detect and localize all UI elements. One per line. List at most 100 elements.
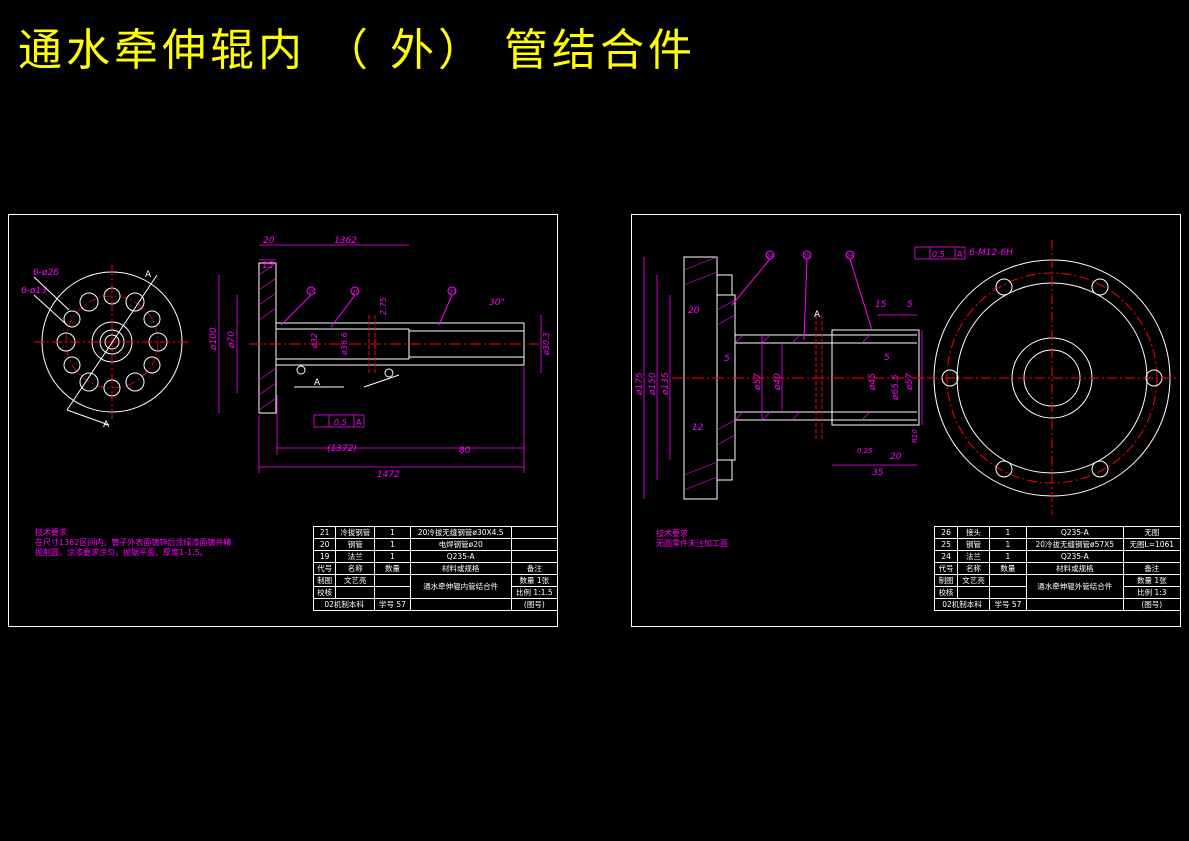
cell: 1 [374, 526, 411, 539]
right-flange-end-view [927, 240, 1177, 515]
right-tech-title: 技术要求 [656, 529, 688, 538]
dim-right-d150: ø150 [648, 372, 658, 396]
left-drawing-svg: 6-ø26 6-ø13 A [21, 236, 551, 480]
drawing-title: 通水牵伸辊内 （ 外） 管结合件 [18, 25, 696, 76]
right-tech-notes: 技术要求 无圆零件未注加工面 [656, 529, 728, 549]
cell: 1 [374, 538, 411, 551]
scale-label: 比例 [1137, 588, 1153, 597]
right-drawing-sheet: 0.5 A 6-M12-6H 15 5 ø175 ø150 ø135 ø57 ø… [631, 214, 1182, 627]
class-label: 02机制本科 [934, 598, 990, 611]
dim-right-d135: ø135 [661, 372, 671, 396]
scale-label: 比例 [516, 588, 532, 597]
cell: 20 [312, 538, 337, 551]
dim-left-d100: ø100 [209, 327, 219, 351]
table-row: 19 法兰 1 Q235-A [312, 550, 559, 563]
header-cell: 名称 [335, 562, 376, 575]
balloon-20: 20 [352, 289, 360, 296]
cell: 25 [933, 538, 959, 551]
cell: 1 [988, 526, 1027, 539]
cell: 20冷拔无缝钢管ø30X4.5 [409, 526, 512, 539]
checked-label: 校核 [933, 586, 959, 599]
label-left-a-top: A [145, 270, 152, 280]
header-cell: 数量 [374, 562, 411, 575]
label-left-a-arrow: A [314, 378, 321, 388]
table-row: 25 钢管 1 20冷拔无缝钢管ø57X5 无图L=1061 [933, 538, 1182, 551]
cell: 1 [988, 538, 1027, 551]
right-hatch [683, 256, 871, 491]
right-title-block: 26 接头 1 Q235-A 无图 25 钢管 1 20冷拔无缝钢管ø57X5 … [933, 526, 1182, 611]
dim-right-12: 12 [692, 423, 704, 433]
right-drawing-svg: 0.5 A 6-M12-6H 15 5 ø175 ø150 ø135 ø57 ø… [635, 240, 1177, 515]
qty-label: 数量 [1136, 576, 1152, 585]
dim-left-2-75: 2.75 [379, 297, 388, 315]
dim-right-5-bottom: 5 [884, 353, 890, 363]
cell: 20冷拔无缝钢管ø57X5 [1025, 538, 1124, 551]
dim-left-d36-6: ø36.6 [340, 332, 349, 356]
table-row: 校核 比例 1:1.5 [312, 586, 559, 599]
right-flange-section [672, 256, 932, 500]
left-pipe-section [249, 262, 539, 414]
dim-left-1472: 1472 [377, 470, 400, 480]
cell: 钢管 [957, 538, 990, 551]
dim-left-d70: ø70 [227, 331, 237, 349]
left-hatch [258, 262, 277, 411]
balloon-19: 19 [308, 289, 316, 296]
cell: Q235-A [1025, 526, 1124, 539]
cell: 1 [988, 550, 1027, 563]
cell: 电焊钢管ø20 [409, 538, 512, 551]
balloon-21: 21 [449, 289, 457, 296]
dim-right-d57: ø57 [753, 373, 763, 391]
cell [1122, 550, 1182, 563]
dim-right-15: 15 [875, 300, 887, 310]
dim-left-20: 20 [263, 236, 275, 246]
dim-left-1372: (1372) [327, 444, 357, 454]
dim-left-6-d26: 6-ø26 [33, 268, 59, 278]
left-drawing-sheet: 6-ø26 6-ø13 A [8, 214, 559, 627]
cell: 无图 [1122, 526, 1182, 539]
table-row: 02机制本科 学号 57 (图号) [312, 598, 559, 611]
cell: 钢管 [335, 538, 376, 551]
right-tech-line-1: 无圆零件未注加工面 [656, 539, 728, 548]
cell [510, 550, 559, 563]
label-right-a: A [814, 310, 821, 320]
dim-left-d32: ø32 [310, 333, 319, 349]
dim-left-80: 80 [459, 446, 471, 456]
table-row: 20 钢管 1 电焊钢管ø20 [312, 538, 559, 551]
table-header-row: 代号 名称 数量 材料或规格 备注 [312, 562, 559, 575]
leader-left-1 [33, 276, 70, 311]
cell: 19 [312, 550, 337, 563]
class-label: 02机制本科 [312, 598, 376, 611]
table-row: 校核 比例 1:3 [933, 586, 1182, 599]
dim-right-d65-5: ø65.5 [891, 374, 901, 401]
left-title-block: 21 冷拔钢管 1 20冷拔无缝钢管ø30X4.5 20 钢管 1 电焊钢管ø2… [312, 526, 559, 611]
label-left-section-a: A [103, 420, 110, 430]
header-cell: 材料或规格 [409, 562, 512, 575]
header-cell: 备注 [510, 562, 559, 575]
cell: 法兰 [957, 550, 990, 563]
drawer-name: 文艺亮 [335, 574, 376, 587]
dim-right-5-mid: 5 [724, 354, 730, 364]
checked-label: 校核 [312, 586, 337, 599]
drawing-number: (图号) [1122, 598, 1182, 611]
balloon-24: 24 [766, 253, 774, 260]
cell: 冷拔钢管 [335, 526, 376, 539]
table-row: 26 接头 1 Q235-A 无图 [933, 526, 1182, 539]
dim-left-30deg: 30° [489, 298, 505, 308]
part-name: 通水牵伸辊外管结合件 [1025, 574, 1124, 599]
cell: 接头 [957, 526, 990, 539]
balloon-26: 26 [846, 253, 854, 260]
left-dim-lines [218, 244, 542, 473]
cell: 1 [374, 550, 411, 563]
student-label: 学号 57 [374, 598, 411, 611]
scale-value: 1:3 [1154, 588, 1167, 597]
tol-left-0-5: 0.5 [334, 418, 347, 427]
left-tech-line-2: 抛削圆，涂漆要求涂匀，抛锯平面，厚度1-1.5。 [35, 548, 208, 557]
left-flange-end-view [34, 265, 190, 426]
header-cell: 名称 [957, 562, 990, 575]
cell: 24 [933, 550, 959, 563]
header-cell: 代号 [933, 562, 959, 575]
dim-right-d40: ø40 [773, 373, 783, 391]
dim-left-d30-3: ø30.3 [542, 332, 551, 356]
table-row: 24 法兰 1 Q235-A [933, 550, 1182, 563]
dim-right-d57b: ø57 [905, 373, 915, 391]
